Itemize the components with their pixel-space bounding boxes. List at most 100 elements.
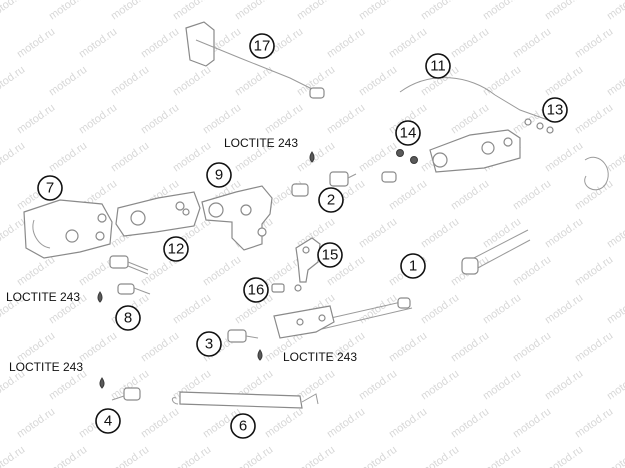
watermark-text: motod.ru xyxy=(109,64,151,99)
watermark-text: motod.ru xyxy=(357,140,399,175)
watermark-text: motod.ru xyxy=(481,368,523,403)
watermark-text: motod.ru xyxy=(171,0,213,22)
watermark-text: motod.ru xyxy=(47,64,89,99)
watermark-text: motod.ru xyxy=(77,102,119,137)
watermark-text: motod.ru xyxy=(449,330,491,365)
watermark-text: motod.ru xyxy=(573,26,615,61)
watermark-text: motod.ru xyxy=(109,0,151,22)
watermark-text: motod.ru xyxy=(47,444,89,468)
watermark-text: motod.ru xyxy=(419,216,461,251)
callout-4: 4 xyxy=(95,408,121,434)
callout-4-label: 4 xyxy=(104,413,112,430)
part-3-pin xyxy=(227,329,259,343)
watermark-text: motod.ru xyxy=(387,330,429,365)
watermark-text: motod.ru xyxy=(15,254,57,289)
watermark-text: motod.ru xyxy=(15,406,57,441)
callout-12-label: 12 xyxy=(168,241,185,258)
watermark-text: motod.ru xyxy=(171,444,213,468)
callout-8-label: 8 xyxy=(124,310,132,327)
watermark-text: motod.ru xyxy=(449,102,491,137)
parts-layer xyxy=(23,21,609,409)
watermark-text: motod.ru xyxy=(325,26,367,61)
watermark-text: motod.ru xyxy=(543,140,585,175)
watermark-text: motod.ru xyxy=(139,406,181,441)
part-16-bolt xyxy=(271,283,302,293)
part-12-plate xyxy=(115,191,201,237)
callout-6: 6 xyxy=(230,413,256,439)
watermark-text: motod.ru xyxy=(357,64,399,99)
watermark-text: motod.ru xyxy=(573,254,615,289)
loctite-note: LOCTITE 243 xyxy=(224,136,298,150)
watermark-text: motod.ru xyxy=(387,406,429,441)
loctite-note: LOCTITE 243 xyxy=(9,360,83,374)
watermark-text: motod.ru xyxy=(357,216,399,251)
watermark-text: motod.ru xyxy=(605,368,625,403)
callout-14: 14 xyxy=(395,120,421,146)
callout-15-label: 15 xyxy=(322,247,339,264)
watermark-text: motod.ru xyxy=(325,406,367,441)
watermark-text: motod.ru xyxy=(357,292,399,327)
watermark-text: motod.ru xyxy=(511,406,553,441)
callout-8: 8 xyxy=(115,305,141,331)
part-14-bracket xyxy=(381,129,521,183)
callout-3: 3 xyxy=(196,331,222,357)
watermark-text: motod.ru xyxy=(47,140,89,175)
watermark-text: motod.ru xyxy=(605,444,625,468)
watermark-text: motod.ru xyxy=(233,64,275,99)
loctite-drops xyxy=(97,151,315,389)
part-8-bolts xyxy=(109,255,151,295)
loctite-note: LOCTITE 243 xyxy=(283,350,357,364)
watermark-text: motod.ru xyxy=(139,330,181,365)
watermark-text: motod.ru xyxy=(0,64,27,99)
callout-13: 13 xyxy=(542,97,568,123)
part-17-bracket xyxy=(185,21,325,99)
watermark-text: motod.ru xyxy=(295,140,337,175)
watermark-text: motod.ru xyxy=(605,64,625,99)
watermark-text: motod.ru xyxy=(139,26,181,61)
watermark-text: motod.ru xyxy=(15,26,57,61)
watermark-text: motod.ru xyxy=(511,178,553,213)
part-4-pin xyxy=(111,387,141,401)
watermark-text: motod.ru xyxy=(511,26,553,61)
watermark-text: motod.ru xyxy=(573,330,615,365)
callout-7-label: 7 xyxy=(46,180,54,197)
watermark-text: motod.ru xyxy=(325,102,367,137)
callout-2-label: 2 xyxy=(327,192,335,209)
callout-9: 9 xyxy=(206,162,232,188)
watermark-text: motod.ru xyxy=(109,140,151,175)
watermark-text: motod.ru xyxy=(481,216,523,251)
callout-17-label: 17 xyxy=(254,38,271,55)
callout-6-label: 6 xyxy=(239,418,247,435)
watermark-text: motod.ru xyxy=(511,254,553,289)
watermark-text: motod.ru xyxy=(0,444,27,468)
watermark-text: motod.ru xyxy=(233,0,275,22)
watermark-text: motod.ru xyxy=(481,64,523,99)
watermark-text: motod.ru xyxy=(543,444,585,468)
watermark-text: motod.ru xyxy=(47,0,89,22)
callout-17: 17 xyxy=(249,33,275,59)
watermark-text: motod.ru xyxy=(233,444,275,468)
watermark-text: motod.ru xyxy=(511,330,553,365)
callout-2: 2 xyxy=(318,187,344,213)
watermark-text: motod.ru xyxy=(0,140,27,175)
watermark-text: motod.ru xyxy=(0,216,27,251)
watermark-text: motod.ru xyxy=(481,0,523,22)
callout-13-label: 13 xyxy=(547,102,564,119)
callout-12: 12 xyxy=(163,236,189,262)
watermark-text: motod.ru xyxy=(449,178,491,213)
callout-11-label: 11 xyxy=(430,58,446,75)
watermark-text: motod.ru xyxy=(419,368,461,403)
part-spring-right xyxy=(584,157,609,191)
watermark-text: motod.ru xyxy=(201,102,243,137)
watermark-text: motod.ru xyxy=(109,444,151,468)
watermark-text: motod.ru xyxy=(139,102,181,137)
callout-16-label: 16 xyxy=(248,282,265,299)
part-11-cable xyxy=(399,77,554,134)
watermark-text: motod.ru xyxy=(573,102,615,137)
watermark-text: motod.ru xyxy=(543,216,585,251)
watermark-text: motod.ru xyxy=(77,26,119,61)
callout-1-label: 1 xyxy=(409,258,417,275)
watermark-text: motod.ru xyxy=(295,368,337,403)
watermark-text: motod.ru xyxy=(357,368,399,403)
watermark-text: motod.ru xyxy=(573,406,615,441)
